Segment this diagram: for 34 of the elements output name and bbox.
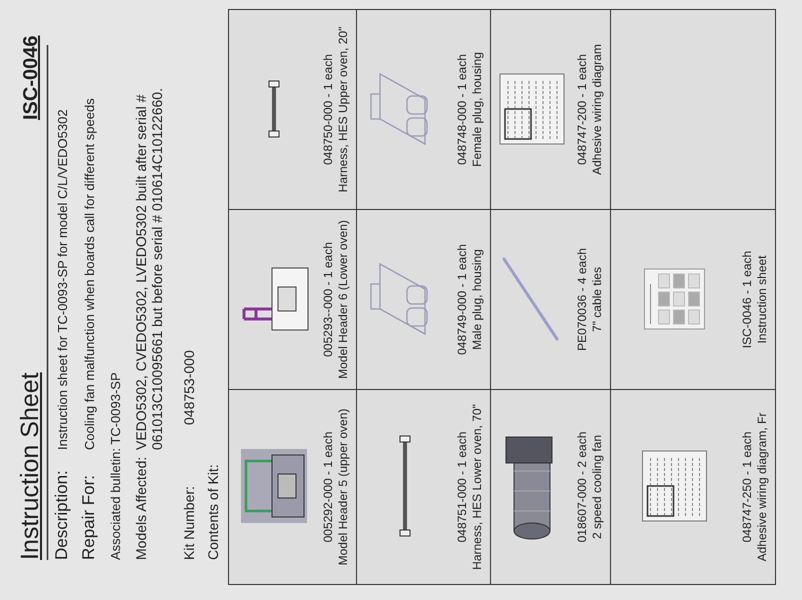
title: Instruction Sheet [16, 372, 45, 560]
part-number: ISC-0046 - 1 each [740, 250, 755, 350]
part-description: 2 speed cooling fan [590, 434, 604, 542]
part-number: 048751-000 - 1 each [455, 430, 470, 544]
part-description: Harness, HES Lower oven, 70" [470, 403, 484, 572]
part-number: 048748-000 - 1 each [455, 53, 470, 167]
part-description: Adhesive wiring diagram, Fr [754, 412, 769, 564]
field-label: Kit Number: [181, 486, 198, 560]
document-number: ISC-0046 [20, 36, 43, 120]
part-number: 005293--000 - 1 each [321, 241, 336, 359]
field-text: Associated bulletin: TC-0093-SP [109, 371, 124, 560]
part-description: Harness, HES Upper oven, 20" [336, 26, 350, 194]
field-value: VEDO5302, CVEDO5302, LVEDO5302 built after serial # 061013C10095661 but before serial # 010614C10122660. [133, 87, 166, 450]
part-description: Adhesive wiring diagram [590, 43, 604, 177]
field-label: Description: [52, 470, 72, 560]
part-description: Male plug, housing [470, 248, 484, 352]
field-label: Contents of Kit: [205, 464, 222, 560]
field-value: Instruction sheet for TC-0093-SP for model C/L/VEDO5302 [56, 108, 71, 450]
field-label: Repair For: [79, 474, 99, 560]
part-description: Female plug, housing [470, 51, 484, 169]
field-label: Models Affected: [133, 456, 150, 560]
part-number: 018607-000 - 2 each [575, 430, 590, 544]
part-number: 048747-200 - 1 each [575, 53, 590, 167]
part-number: 048747-250 - 1 each [740, 430, 755, 544]
part-description: Model Header 5 (upper oven) [336, 408, 350, 568]
part-number: PE070036 - 4 each [575, 247, 590, 353]
part-description: Instruction sheet [754, 254, 769, 346]
part-number: 048750-000 - 1 each [321, 53, 336, 167]
part-number: 048749-000 - 1 each [455, 243, 470, 357]
part-description: 7" cable ties [590, 266, 604, 334]
field-value: Cooling fan malfunction when boards call for different speeds [83, 97, 98, 450]
field-value: 048753-000 [181, 350, 198, 425]
part-number: 005292-000 - 1 each [321, 430, 336, 544]
part-description: Model Header 6 (Lower oven) [336, 219, 350, 381]
